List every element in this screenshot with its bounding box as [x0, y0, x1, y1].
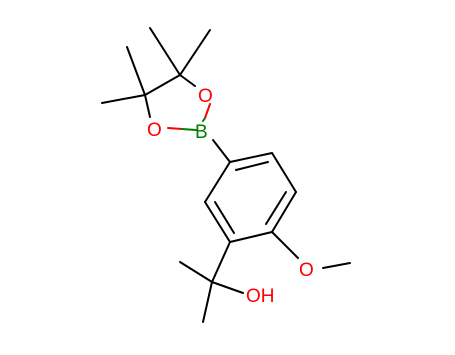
bonds: [101, 27, 351, 323]
bond-ring-double: [235, 161, 269, 171]
bond-aryl-c: [211, 241, 231, 283]
atom-label-oxygen-bottom: O: [147, 120, 162, 141]
hetero-bonds: [167, 103, 211, 131]
bond-co-ring: [179, 74, 196, 87]
bond-c-oh: [211, 281, 244, 294]
bond-ring-double: [265, 191, 287, 225]
bond-methyl: [179, 29, 211, 76]
bond-methyl: [202, 281, 213, 323]
atom-label-oxygen-top: O: [198, 86, 213, 107]
bond-b-aryl: [212, 139, 231, 163]
atom-label-methoxy-oxygen: O: [299, 260, 314, 281]
bond-methyl: [101, 94, 146, 104]
bond-o-ch3: [322, 262, 351, 269]
bond-ring: [271, 152, 297, 193]
bond-o-b-bottom: [167, 127, 183, 130]
bond-cc-pinacol: [144, 74, 181, 96]
atom-label-boron: B: [195, 122, 208, 143]
bond-ring: [229, 152, 273, 163]
bond-methyl: [179, 261, 213, 283]
atom-label-hydroxyl: OH: [246, 286, 275, 307]
bond-ring-double: [214, 201, 235, 234]
bond-ring: [204, 201, 231, 243]
bond-methyl: [126, 46, 146, 96]
bond-o-b-top-boron: [202, 117, 206, 122]
bond-ring: [229, 231, 273, 243]
bond-ring: [271, 191, 297, 233]
bond-methyl: [149, 27, 181, 76]
bond-o-b-top: [204, 103, 211, 119]
bond-c-o-methoxy: [271, 231, 299, 259]
bond-ring: [204, 161, 231, 203]
bond-o-b-bottom-boron: [181, 128, 197, 131]
bond-co-ring: [144, 94, 151, 118]
